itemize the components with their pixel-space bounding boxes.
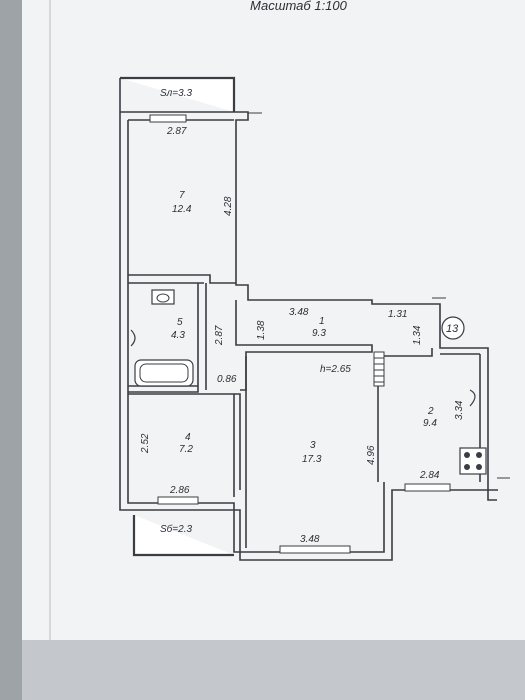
dim-4-96: 4.96 [366, 445, 377, 465]
entrance-marker-label: 13 [446, 323, 459, 335]
room-2-number: 2 [427, 406, 434, 417]
room-4-number: 4 [185, 432, 191, 443]
room-7: 7 12.4 [172, 190, 192, 215]
room-2-area: 9.4 [423, 418, 437, 429]
scale-label: Масштаб 1:100 [250, 0, 348, 13]
paper-bottom-shadow [22, 640, 525, 700]
dim-1-38: 1.38 [256, 320, 267, 340]
outer-walls [119, 76, 498, 561]
room-1-number: 1 [319, 316, 325, 327]
dim-3-48-bottom: 3.48 [300, 534, 320, 545]
room-1: 1 9.3 [312, 316, 326, 339]
stove-icon [459, 447, 487, 475]
dim-2-87-vert: 2.87 [214, 325, 225, 346]
sink-icon [130, 329, 136, 347]
dim-4-28: 4.28 [223, 196, 234, 216]
balcony-bottom-area: Sб=2.3 [160, 523, 192, 535]
dim-3-48-top: 3.48 [289, 307, 309, 318]
dim-1-34: 1.34 [412, 325, 423, 345]
dim-1-31: 1.31 [388, 309, 407, 320]
toilet-icon [151, 289, 175, 305]
kitchen-sink-icon [469, 389, 476, 407]
room-5: 5 4.3 [171, 317, 185, 341]
bathtub-icon [134, 359, 194, 387]
dim-2-84: 2.84 [419, 470, 440, 481]
dim-2-86: 2.86 [169, 485, 190, 496]
stairs-icon [373, 351, 385, 387]
room-2: 2 9.4 [423, 406, 437, 429]
entrance-marker-icon [441, 316, 465, 340]
ceiling-height: h=2.65 [320, 364, 351, 375]
room-5-area: 4.3 [171, 330, 185, 341]
dimensions: 2.87 4.28 2.87 1.38 3.48 1.31 1.34 0.86 … [140, 126, 465, 545]
balcony-top-area: Sл=3.3 [160, 88, 192, 99]
room-3: 3 17.3 [302, 440, 322, 465]
room-7-number: 7 [179, 190, 185, 201]
room-3-number: 3 [310, 440, 316, 451]
room-7-area: 12.4 [172, 204, 192, 215]
dim-3-34: 3.34 [454, 400, 465, 420]
room-3-area: 17.3 [302, 454, 322, 465]
paper-sheet [22, 0, 525, 700]
room-1-area: 9.3 [312, 328, 326, 339]
dim-2-52: 2.52 [140, 433, 151, 454]
room-4-area: 7.2 [179, 444, 193, 455]
balcony-labels: Sл=3.3 Sб=2.3 [160, 88, 192, 535]
room-5-number: 5 [177, 317, 183, 328]
fixtures: 13 [130, 112, 510, 479]
dim-0-86: 0.86 [217, 374, 237, 385]
room-4: 4 7.2 [179, 432, 193, 455]
dim-2-87-top: 2.87 [166, 126, 187, 137]
